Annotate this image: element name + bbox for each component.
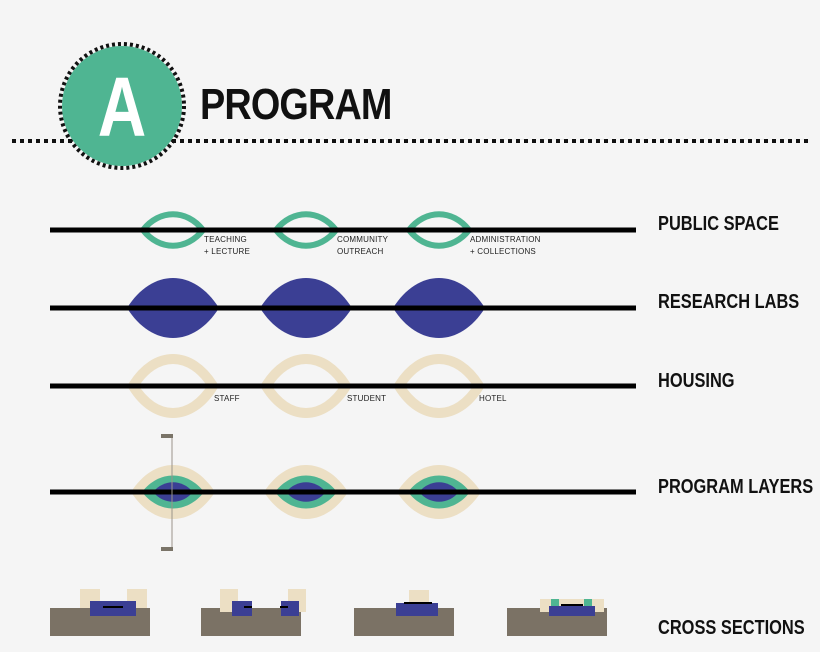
section-floor-line — [244, 606, 252, 608]
tag-line: + COLLECTIONS — [470, 247, 536, 256]
cross-sections — [50, 589, 607, 636]
section-public-block — [551, 599, 559, 606]
page-title: PROGRAM — [200, 80, 392, 129]
tag-line: COMMUNITY — [337, 235, 389, 244]
badge-circle — [62, 46, 182, 166]
tag-hotel: HOTEL — [479, 394, 507, 403]
tag-line: ADMINISTRATION — [470, 235, 541, 244]
section-public-block — [584, 599, 592, 606]
row-label-housing: HOUSING — [658, 370, 735, 392]
tag-teaching-lecture: TEACHING + LECTURE — [204, 234, 250, 258]
tag-line: + LECTURE — [204, 247, 251, 256]
section-cut-top-tick — [161, 434, 173, 438]
row-label-public-space: PUBLIC SPACE — [658, 213, 779, 235]
section-lab-block — [396, 603, 438, 616]
section-floor-line — [561, 604, 583, 606]
diagram-rows — [50, 211, 636, 551]
section-lab-block — [232, 601, 252, 616]
tag-line: TEACHING — [204, 235, 247, 244]
section-lab-block — [549, 606, 595, 616]
tag-staff: STAFF — [214, 394, 240, 403]
row-label-cross-sections: CROSS SECTIONS — [658, 617, 805, 639]
section-floor-line — [103, 606, 123, 608]
section-cut-bottom-tick — [161, 547, 173, 551]
tag-administration-collections: ADMINISTRATION + COLLECTIONS — [470, 234, 541, 258]
badge-dotted-ring — [58, 42, 186, 170]
row-label-program-layers: PROGRAM LAYERS — [658, 476, 814, 498]
tag-student: STUDENT — [347, 394, 387, 403]
section-housing-block — [409, 590, 429, 603]
tag-community-outreach: COMMUNITY OUTREACH — [337, 234, 388, 258]
section-lab-block — [281, 601, 299, 616]
section-floor-line — [404, 602, 432, 604]
row-label-research-labs: RESEARCH LABS — [658, 291, 800, 313]
section-lab-block — [90, 601, 136, 616]
badge-letter: A — [97, 60, 147, 154]
tag-line: OUTREACH — [337, 247, 384, 256]
section-floor-line — [280, 606, 288, 608]
